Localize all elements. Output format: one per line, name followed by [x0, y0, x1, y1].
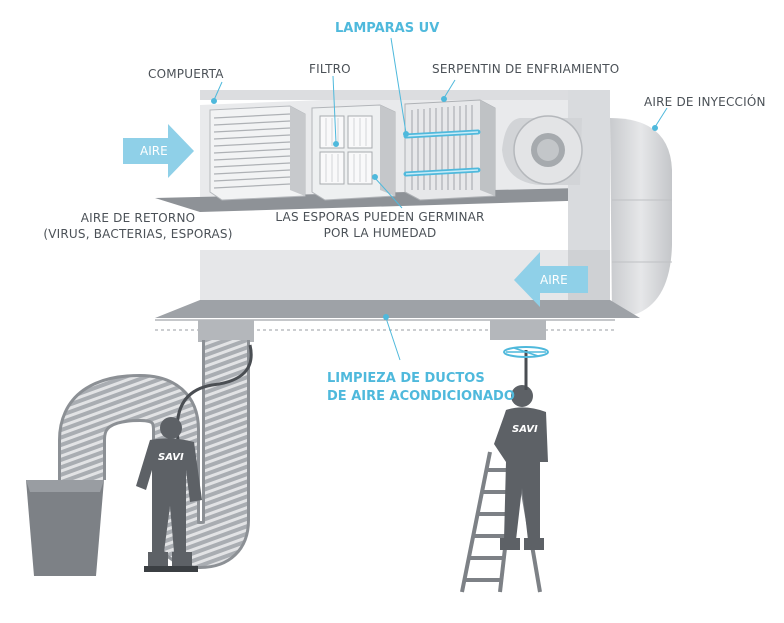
blower-fan-icon [502, 115, 583, 185]
brand-badge-right: SAVI [512, 424, 538, 435]
left-vent [198, 320, 254, 342]
air-return-arrow-label: AIRE [540, 273, 568, 287]
cooling-coil-label: SERPENTIN DE ENFRIAMIENTO [432, 62, 620, 76]
worker-figure-right [494, 385, 548, 550]
duct-cleaning-label-line1: LIMPIEZA DE DUCTOS [327, 371, 485, 386]
brush-icon [503, 346, 549, 390]
worker-figure-left [136, 417, 202, 572]
spores-label-line1: LAS ESPORAS PUEDEN GERMINAR [275, 210, 485, 224]
air-arrow-right-icon [123, 124, 194, 178]
vacuum-container [26, 480, 104, 576]
duct-cleaning-label-line2: DE AIRE ACONDICIONADO [327, 389, 515, 404]
supply-air-label: AIRE DE INYECCIÓN [644, 95, 766, 109]
right-vent [490, 320, 546, 340]
air-arrow-left-icon [514, 252, 588, 307]
air-in-arrow-label: AIRE [140, 144, 168, 158]
brand-badge-left: SAVI [158, 452, 184, 463]
filter-label: FILTRO [309, 62, 351, 76]
leader-lines [211, 37, 668, 361]
return-air-label-line2: (VIRUS, BACTERIAS, ESPORAS) [43, 227, 233, 241]
uv-lamps-label: LAMPARAS UV [335, 21, 440, 36]
spores-label-line2: POR LA HUMEDAD [323, 226, 437, 240]
cooling-coil [403, 99, 496, 201]
return-air-label-line1: AIRE DE RETORNO [80, 211, 196, 225]
damper [209, 105, 306, 201]
damper-label: COMPUERTA [148, 67, 224, 81]
